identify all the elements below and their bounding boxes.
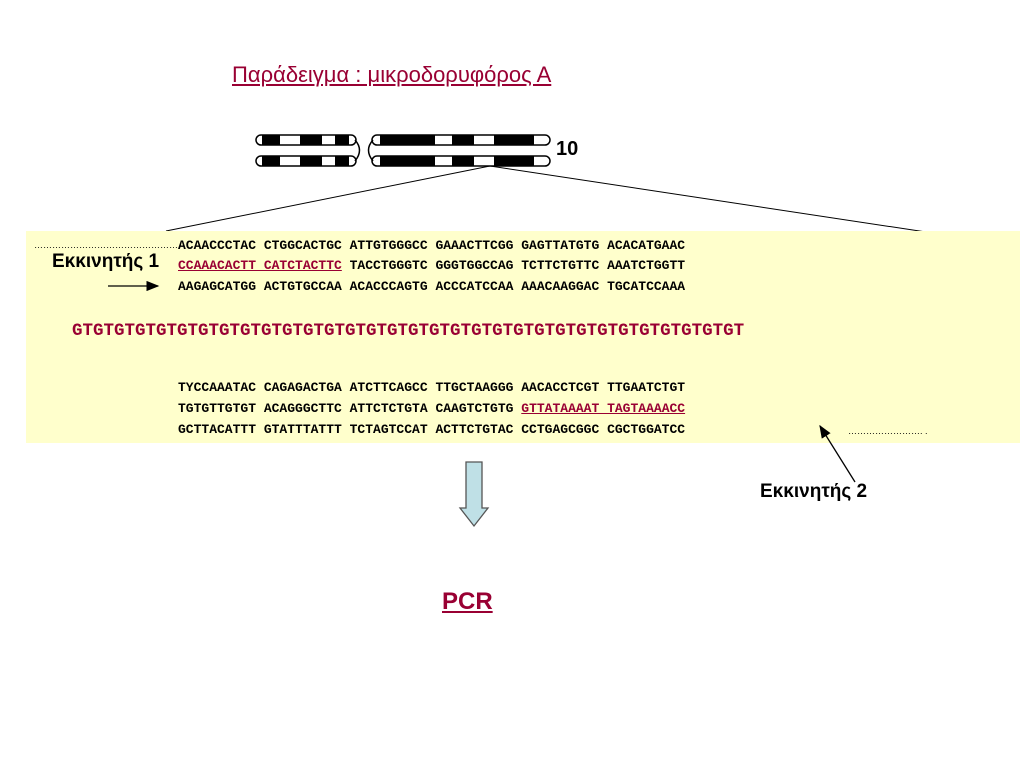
flank-bottom-line-2-rest: TGTGTTGTGT ACAGGGCTTC ATTCTCTGTA CAAGTCT… — [178, 401, 522, 416]
centromere — [354, 139, 374, 162]
microsatellite-repeat: GTGTGTGTGTGTGTGTGTGTGTGTGTGTGTGTGTGTGTGT… — [72, 321, 745, 341]
chromosome-chromatid-top — [255, 134, 551, 146]
primer-2-label: Εκκινητής 2 — [760, 481, 868, 502]
chromosome-number: 10 — [556, 138, 579, 160]
flank-top-line-1: ACAACCCTAC CTGGCACTGC ATTGTGGGCC GAAACTT… — [178, 238, 686, 253]
flank-top-line-2: CCAAACACTT CATCTACTTC TACCTGGGTC GGGTGGC… — [178, 256, 685, 276]
primer-2-sequence: GTTATAAAAT TAGTAAAACC — [521, 401, 686, 416]
dots-right: ……………………. . — [848, 426, 928, 436]
flank-bottom-line-3: GCTTACATTT GTATTTATTT TCTAGTCCAT ACTTCTG… — [178, 422, 686, 437]
flank-bottom-line-2: TGTGTTGTGT ACAGGGCTTC ATTCTCTGTA CAAGTCT… — [178, 399, 685, 419]
flank-top-line-3: AAGAGCATGG ACTGTGCCAA ACACCCAGTG ACCCATC… — [178, 279, 686, 294]
zoom-line-left — [165, 165, 491, 232]
zoom-line-right — [489, 165, 973, 240]
chromosome-chromatid-bottom — [255, 155, 551, 167]
flank-bottom-line-1: TYCCAAATAC CAGAGACTGA ATCTTCAGCC TTGCTAA… — [178, 380, 686, 395]
primer-1-sequence: CCAAACACTT CATCTACTTC — [178, 258, 342, 273]
sequence-panel — [26, 231, 1020, 443]
primer-1-label: Εκκινητής 1 — [52, 251, 160, 272]
flank-top-line-2-rest: TACCTGGGTC GGGTGGCCAG TCTTCTGTTC AAATCTG… — [341, 258, 686, 273]
pcr-label: PCR — [442, 588, 493, 615]
page-title: Παράδειγμα : μικροδορυφόρος Α — [232, 62, 552, 87]
dots-left: …………………………………………… — [34, 240, 180, 250]
